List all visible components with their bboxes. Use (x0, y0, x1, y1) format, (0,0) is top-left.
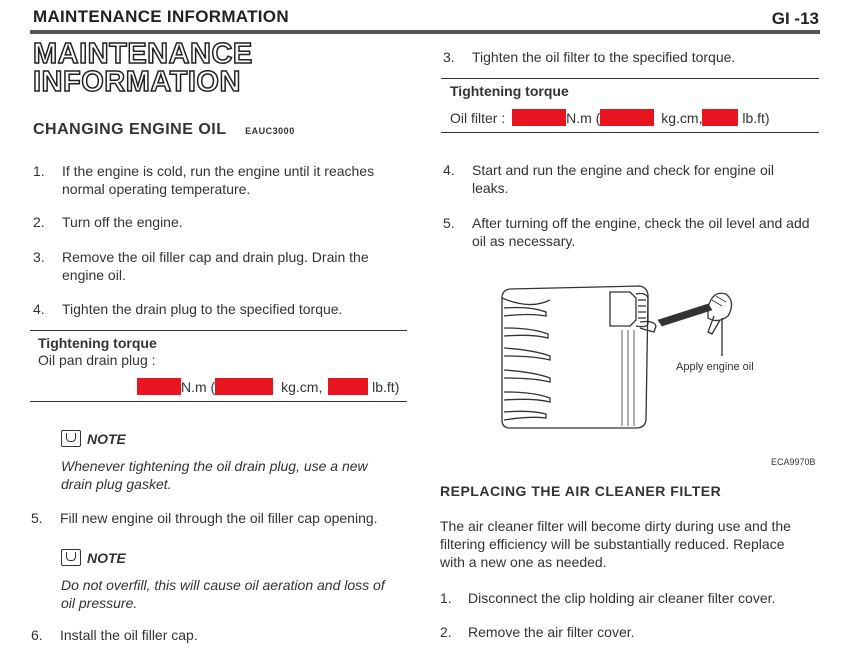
figure-code: ECA9970B (771, 457, 816, 467)
right-torque-rule-bottom (441, 132, 819, 133)
section-title-air-cleaner: REPLACING THE AIR CLEANER FILTER (440, 483, 722, 499)
torque-title: Tightening torque (38, 335, 157, 351)
step-5: 5. Fill new engine oil through the oil f… (31, 510, 378, 526)
torque-rule-top (30, 330, 407, 331)
page-title-line1: MAINTENANCE (32, 38, 253, 70)
redaction-nm (512, 109, 567, 126)
page-title: MAINTENANCE INFORMATION (32, 38, 253, 98)
step-2: 2. Turn off the engine. (33, 214, 183, 230)
air-step-1: 1. Disconnect the clip holding air clean… (440, 590, 776, 606)
page-number: GI -13 (771, 9, 819, 28)
redaction-kgcm (215, 378, 274, 395)
right-step-5: 5. After turning off the engine, check t… (443, 215, 810, 249)
right-torque-title: Tightening torque (450, 83, 569, 99)
note-2-header: NOTE (61, 549, 126, 566)
redaction-nm (137, 378, 181, 395)
note-2-body: Do not overfill, this will cause oil aer… (61, 577, 385, 611)
oil-filter-figure (501, 285, 733, 429)
step-4: 4. (33, 301, 45, 317)
redaction-kgcm (600, 109, 655, 126)
note-1-header: NOTE (61, 430, 126, 447)
step-4-text: Tighten the drain plug to the specified … (62, 301, 343, 317)
header-rule (30, 8, 820, 34)
figure-caption: Apply engine oil (676, 361, 754, 373)
section-title-changing-oil: CHANGING ENGINE OIL EAUC3000 (33, 121, 295, 138)
right-step-3: 3. Tighten the oil filter to the specifi… (443, 49, 736, 65)
note-book-icon (61, 549, 81, 566)
torque-label: Oil pan drain plug : (38, 352, 156, 368)
section-code: EAUC3000 (245, 126, 295, 136)
air-intro: The air cleaner filter will become dirty… (440, 518, 791, 570)
step-3: 3. Remove the oil filler cap and drain p… (33, 249, 369, 283)
redaction-lbft (702, 109, 739, 126)
air-step-2: 2. Remove the air filter cover. (440, 624, 635, 640)
torque-values: N.m ( kg.cm, lb.ft) (137, 378, 399, 395)
note-book-icon (61, 430, 81, 447)
redaction-lbft (328, 378, 369, 395)
note-1-body: Whenever tightening the oil drain plug, … (61, 458, 368, 492)
torque-rule-bottom (30, 401, 407, 402)
step-6: 6. Install the oil filler cap. (31, 627, 198, 643)
running-header: MAINTENANCE INFORMATION (33, 7, 289, 26)
page-title-line2: INFORMATION (32, 66, 241, 98)
right-torque-rule-top (441, 78, 819, 79)
right-step-4: 4. Start and run the engine and check fo… (443, 162, 774, 196)
right-torque-values: Oil filter : N.m ( kg.cm, lb.ft) (450, 109, 770, 126)
step-1: 1. If the engine is cold, run the engine… (33, 163, 375, 197)
